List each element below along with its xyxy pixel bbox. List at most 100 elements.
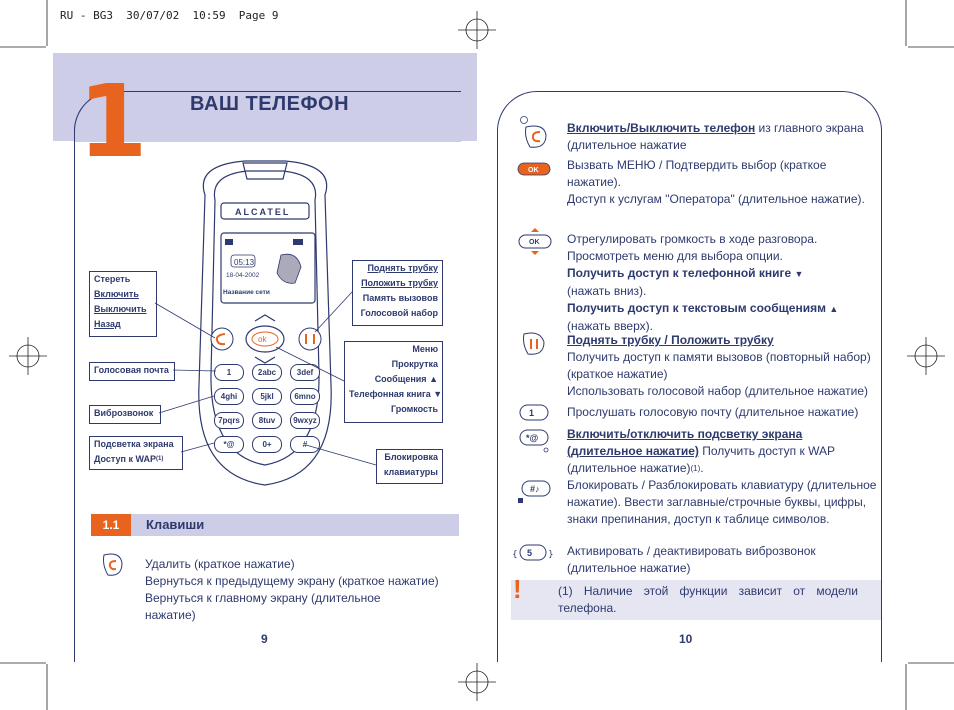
label-backlight: Подсветка экрана — [94, 439, 174, 449]
arrow-up-icon: ▲ — [829, 304, 839, 314]
item-backlight-tail: . — [700, 461, 704, 475]
item-nav-messages-text: (нажать вверх). — [567, 319, 653, 333]
item-backlight-text: Получить доступ к WAP (длительное нажати… — [567, 444, 835, 475]
label-box-menu: Меню Прокрутка Сообщения ▲ Телефонная кн… — [344, 341, 443, 423]
key-1: 1 — [214, 364, 244, 381]
item-power-text: из главного экрана (длительное нажатие — [567, 121, 864, 152]
label-scroll: Прокрутка — [391, 359, 438, 369]
item-nav-line1: Отрегулировать громкость в ходе разговор… — [567, 232, 818, 246]
key-2: 2abc — [252, 364, 282, 381]
label-box-call: Поднять трубку Положить трубку Память вы… — [352, 260, 443, 326]
svg-text:*@: *@ — [526, 433, 539, 443]
right-page-frame — [497, 91, 882, 662]
section-bar — [91, 514, 459, 536]
note-bar — [511, 580, 881, 620]
item-backlight-title: Включить/отключить подсветку экрана (дли… — [567, 427, 803, 458]
key-8: 8tuv — [252, 412, 282, 429]
key-4: 4ghi — [214, 388, 244, 405]
svg-text:#♪: #♪ — [530, 484, 540, 494]
label-lock: Блокировка — [384, 452, 438, 462]
label-keyboard: клавиатуры — [383, 467, 438, 477]
key-9: 9wxyz — [290, 412, 320, 429]
svg-text:OK: OK — [529, 239, 540, 246]
clear-key-icon — [103, 553, 123, 576]
item-nav: Отрегулировать громкость в ходе разговор… — [567, 231, 877, 335]
label-voicemail: Голосовая почта — [94, 365, 169, 375]
text-back-home: Вернуться к главному экрану (длительное — [145, 591, 381, 605]
page-number-left: 9 — [261, 632, 268, 646]
item-call-line2: Использовать голосовой набор (длительное… — [567, 384, 869, 398]
item-voicemail: Прослушать голосовую почту (длительное н… — [567, 404, 877, 421]
footnote: (1) Наличие этой функции зависит от моде… — [558, 584, 858, 615]
page-title: ВАШ ТЕЛЕФОН — [190, 93, 350, 115]
item-nav-phonebook-text: (нажать вниз). — [567, 284, 647, 298]
vibro-key-icon: { 5 } — [512, 544, 554, 561]
label-box-vibro: Виброзвонок — [89, 405, 161, 424]
item-backlight: Включить/отключить подсветку экрана (дли… — [567, 426, 867, 477]
label-hangup: Положить трубку — [361, 278, 438, 288]
item-ok-line2: Доступ к услугам "Оператора" (длительное… — [567, 192, 865, 206]
phone-date: 18-04-2002 — [226, 272, 260, 279]
label-box-lock: Блокировка клавиатуры — [376, 449, 443, 484]
item-power: Включить/Выключить телефон из главного э… — [567, 120, 877, 154]
star-key-icon: *@ — [519, 429, 549, 453]
print-header: RU - BG3 30/07/02 10:59 Page 9 — [60, 9, 279, 22]
item-ok: Вызвать МЕНЮ / Подтвердить выбор (кратко… — [567, 157, 867, 208]
footnote-ref: (1) — [156, 456, 164, 462]
voicemail-key-icon: 1 — [519, 404, 549, 421]
phone-illustration: ALCATEL 05:13 18-04-2002 Название сети o… — [198, 160, 332, 486]
ok-key-icon: OK — [517, 162, 551, 176]
label-messages: Сообщения — [374, 374, 427, 384]
label-menu: Меню — [412, 344, 438, 354]
text-delete: Удалить (краткое нажатие) — [145, 557, 295, 571]
key-hash: # — [290, 436, 320, 453]
item-vibro: Активировать / деактивировать виброзвоно… — [567, 543, 867, 577]
arrow-down-icon: ▼ — [433, 389, 443, 399]
phone-network: Название сети — [223, 289, 270, 296]
item-ok-line1: Вызвать МЕНЮ / Подтвердить выбор (кратко… — [567, 158, 827, 189]
warning-icon: ! — [513, 574, 522, 604]
label-wap: Доступ к WAP — [94, 454, 156, 464]
key-6: 6mno — [290, 388, 320, 405]
text-back-home-2: нажатие) — [145, 608, 196, 622]
key-7: 7pqrs — [214, 412, 244, 429]
label-on: Включить — [94, 289, 139, 299]
power-key-icon — [520, 116, 547, 148]
item-lock-text: Блокировать / Разблокировать клавиатуру … — [567, 478, 877, 526]
label-phonebook: Телефонная книга — [349, 389, 431, 399]
section-number: 1.1 — [91, 514, 131, 536]
phone-time: 05:13 — [234, 258, 255, 267]
label-box-backlight: Подсветка экрана Доступ к WAP(1) — [89, 436, 183, 470]
arrow-down-icon: ▼ — [794, 269, 804, 279]
svg-text:}: } — [548, 550, 554, 560]
label-voice-dial: Голосовой набор — [360, 308, 438, 318]
phone-brand: ALCATEL — [235, 207, 290, 217]
label-box-power: Стереть Включить Выключить Назад — [89, 271, 157, 337]
item-power-title: Включить/Выключить телефон — [567, 121, 756, 135]
ok-key: ok — [258, 335, 267, 344]
item-nav-line2: Просмотреть меню для выбора опции. — [567, 249, 783, 263]
navigation-key-icon: OK — [518, 228, 552, 255]
key-star: *@ — [214, 436, 244, 453]
item-nav-phonebook: Получить доступ к телефонной книге — [567, 266, 792, 280]
left-description: Удалить (краткое нажатие) Вернуться к пр… — [145, 556, 445, 624]
section-title: Клавиши — [146, 517, 205, 532]
arrow-up-icon: ▲ — [429, 374, 438, 384]
item-lock: Блокировать / Разблокировать клавиатуру … — [567, 477, 877, 528]
label-volume: Громкость — [390, 404, 438, 414]
left-title-area — [74, 91, 461, 142]
svg-text:OK: OK — [528, 167, 539, 174]
label-back: Назад — [94, 319, 121, 329]
text-back-prev: Вернуться к предыдущему экрану (краткое … — [145, 574, 439, 588]
item-call-title: Поднять трубку / Положить трубку — [567, 333, 774, 347]
footnote-ref: (1) — [690, 464, 701, 473]
label-call-memory: Память вызовов — [362, 293, 438, 303]
label-off: Выключить — [94, 304, 147, 314]
item-voicemail-text: Прослушать голосовую почту (длительное н… — [567, 405, 859, 419]
call-key-icon — [523, 332, 545, 355]
svg-text:5: 5 — [527, 548, 532, 558]
label-answer: Поднять трубку — [367, 263, 438, 273]
label-vibro: Виброзвонок — [94, 408, 154, 418]
key-3: 3def — [290, 364, 320, 381]
